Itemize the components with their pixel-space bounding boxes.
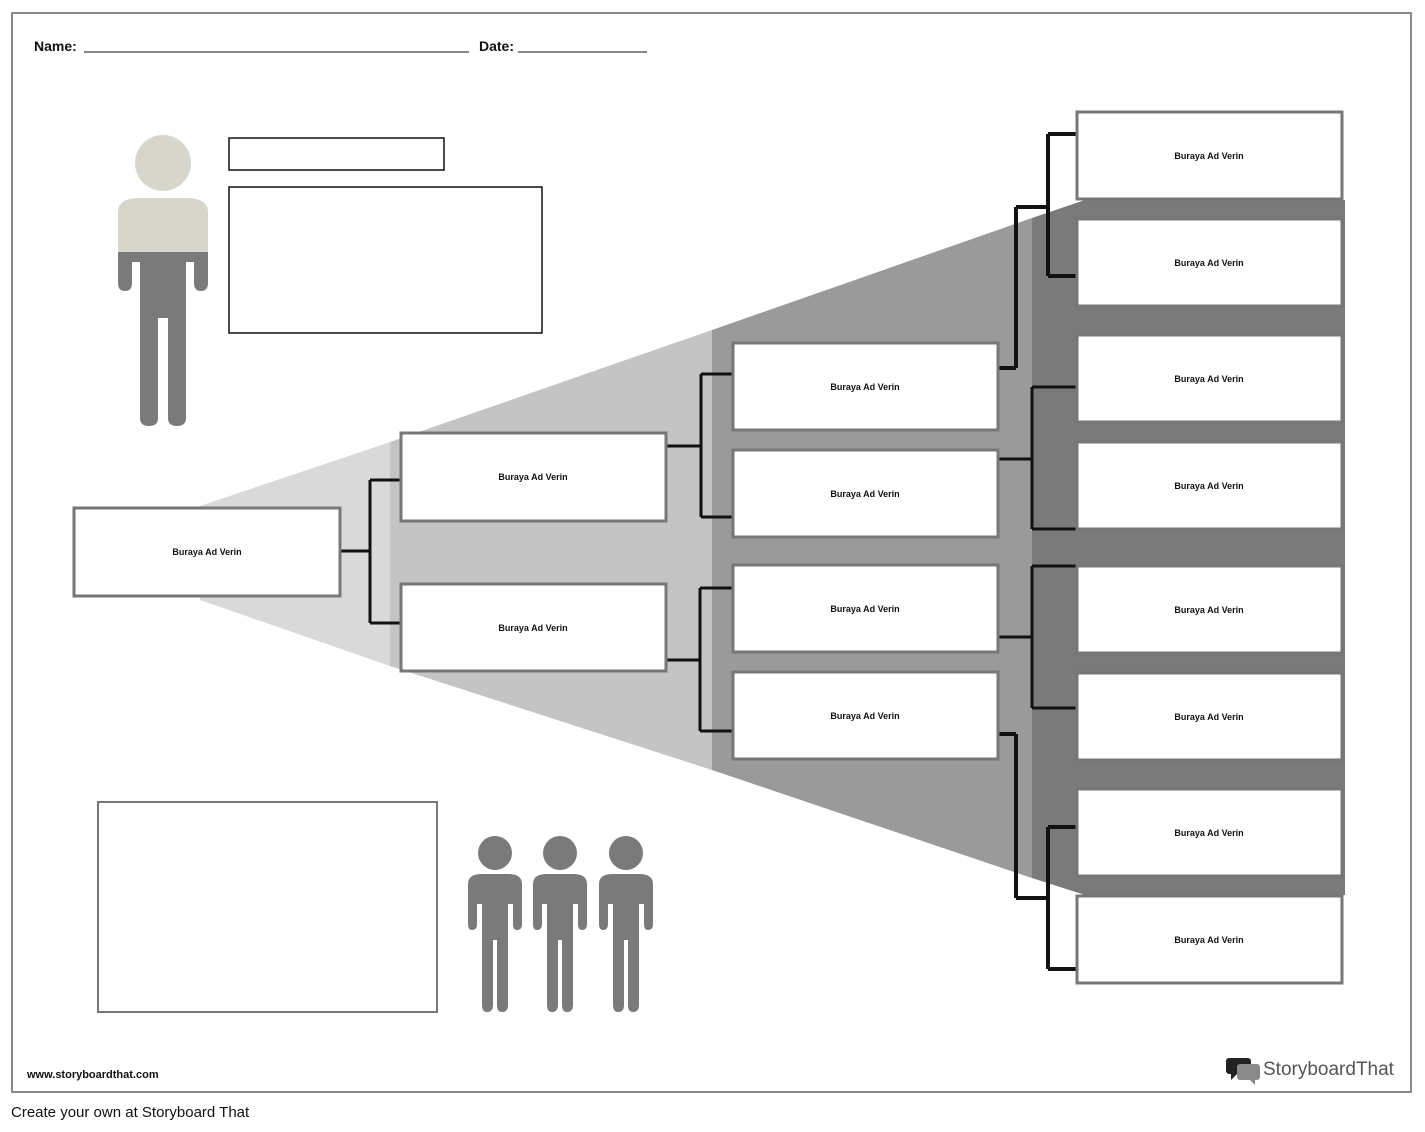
tree-node-level2[interactable]: Buraya Ad Verin bbox=[731, 448, 1000, 539]
node-label: Buraya Ad Verin bbox=[1174, 481, 1243, 491]
tree-node-level3[interactable]: Buraya Ad Verin bbox=[1075, 787, 1344, 878]
group-person-icon bbox=[468, 836, 522, 1012]
node-label: Buraya Ad Verin bbox=[1174, 605, 1243, 615]
name-label: Name: bbox=[34, 38, 77, 54]
tree-node-level3[interactable]: Buraya Ad Verin bbox=[1075, 671, 1344, 762]
storyboardthat-logo: StoryboardThat bbox=[1263, 1059, 1395, 1080]
watermark-url: www.storyboardthat.com bbox=[26, 1069, 159, 1081]
wedge-level-3 bbox=[712, 218, 1032, 878]
node-label: Buraya Ad Verin bbox=[1174, 151, 1243, 161]
tree-node-level1[interactable]: Buraya Ad Verin bbox=[399, 431, 668, 523]
tree-node-level1[interactable]: Buraya Ad Verin bbox=[399, 582, 668, 673]
person-description-field[interactable] bbox=[228, 186, 543, 334]
node-label: Buraya Ad Verin bbox=[830, 382, 899, 392]
node-label: Buraya Ad Verin bbox=[1174, 374, 1243, 384]
tree-connectors bbox=[340, 132, 1077, 971]
node-label: Buraya Ad Verin bbox=[498, 623, 567, 633]
date-label: Date: bbox=[479, 38, 514, 54]
group-person-icon bbox=[533, 836, 587, 1012]
tree-node-level3[interactable]: Buraya Ad Verin bbox=[1075, 333, 1344, 424]
person-icon bbox=[118, 135, 208, 426]
tree-node-level3[interactable]: Buraya Ad Verin bbox=[1075, 894, 1344, 985]
node-label: Buraya Ad Verin bbox=[1174, 828, 1243, 838]
tree-node-level2[interactable]: Buraya Ad Verin bbox=[731, 563, 1000, 654]
node-label: Buraya Ad Verin bbox=[1174, 258, 1243, 268]
group-person-icon bbox=[599, 836, 653, 1012]
speech-bubbles-icon bbox=[1226, 1058, 1260, 1085]
notes-field[interactable] bbox=[97, 801, 438, 1013]
node-label: Buraya Ad Verin bbox=[830, 604, 899, 614]
node-label: Buraya Ad Verin bbox=[498, 472, 567, 482]
wedge-level-2 bbox=[390, 330, 712, 770]
tree-node-root[interactable]: Buraya Ad Verin bbox=[72, 506, 342, 598]
node-label: Buraya Ad Verin bbox=[1174, 935, 1243, 945]
person-name-field[interactable] bbox=[228, 137, 445, 171]
node-label: Buraya Ad Verin bbox=[830, 711, 899, 721]
tree-node-level3[interactable]: Buraya Ad Verin bbox=[1075, 110, 1344, 201]
node-label: Buraya Ad Verin bbox=[830, 489, 899, 499]
footer-text: Create your own at Storyboard That bbox=[11, 1104, 250, 1121]
tree-node-level2[interactable]: Buraya Ad Verin bbox=[731, 341, 1000, 432]
node-label: Buraya Ad Verin bbox=[1174, 712, 1243, 722]
tree-node-level3[interactable]: Buraya Ad Verin bbox=[1075, 217, 1344, 308]
people-group-icon bbox=[468, 836, 653, 1012]
tree-node-level3[interactable]: Buraya Ad Verin bbox=[1075, 564, 1344, 655]
tree-node-level3[interactable]: Buraya Ad Verin bbox=[1075, 440, 1344, 531]
node-label: Buraya Ad Verin bbox=[172, 547, 241, 557]
tree-node-level2[interactable]: Buraya Ad Verin bbox=[731, 670, 1000, 761]
